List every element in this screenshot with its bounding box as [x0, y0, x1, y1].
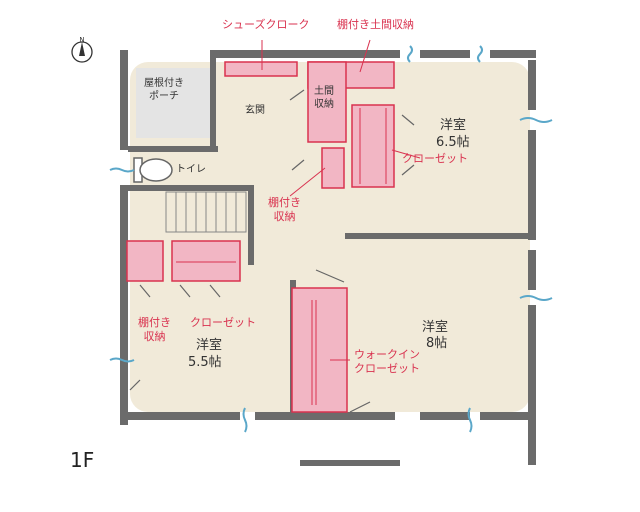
shelf-storage-mid	[321, 147, 345, 189]
floor-level-label: 1F	[70, 448, 95, 472]
room-ne-size: 6.5帖	[436, 135, 470, 150]
north-label: N	[79, 36, 84, 44]
label-entrance: 玄関	[245, 105, 265, 116]
label-walkin-closet: ウォークイン クローゼット	[354, 348, 420, 375]
floor-wash	[130, 62, 530, 412]
storage-units	[126, 61, 395, 413]
label-doma-storage: 土間 収納	[314, 86, 334, 110]
walls	[120, 50, 536, 466]
windows	[109, 45, 553, 433]
label-porch: 屋根付き ポーチ	[144, 78, 184, 102]
door-swings	[129, 89, 415, 413]
label-shelf-storage-w: 棚付き 収納	[138, 316, 171, 343]
shelf-storage-w	[126, 240, 164, 282]
closet-rods	[176, 108, 387, 405]
label-doma-shelf: 棚付き土間収納	[337, 18, 414, 31]
label-closet-w: クローゼット	[190, 316, 256, 329]
label-toilet: トイレ	[176, 164, 206, 175]
toilet-fixture	[133, 157, 173, 183]
closet-w	[171, 240, 241, 282]
staircase	[165, 191, 247, 233]
closet-ne	[351, 104, 395, 188]
shoes-cloak-shelf	[224, 61, 298, 77]
label-shelf-storage-mid: 棚付き 収納	[268, 196, 301, 223]
north-arrow-icon: N	[71, 36, 93, 63]
room-sw-size: 5.5帖	[188, 355, 222, 370]
room-sw-name: 洋室	[196, 338, 223, 353]
doma-storage	[307, 61, 347, 143]
room-ne-name: 洋室	[440, 118, 467, 133]
porch-area	[136, 68, 216, 138]
room-se-size: 8帖	[426, 336, 448, 351]
label-shoes-cloak: シューズクローク	[222, 18, 310, 31]
leader-lines	[261, 39, 421, 361]
label-closet-ne: クローゼット	[402, 152, 468, 165]
room-se-name: 洋室	[422, 320, 449, 335]
walkin-closet	[291, 287, 348, 413]
